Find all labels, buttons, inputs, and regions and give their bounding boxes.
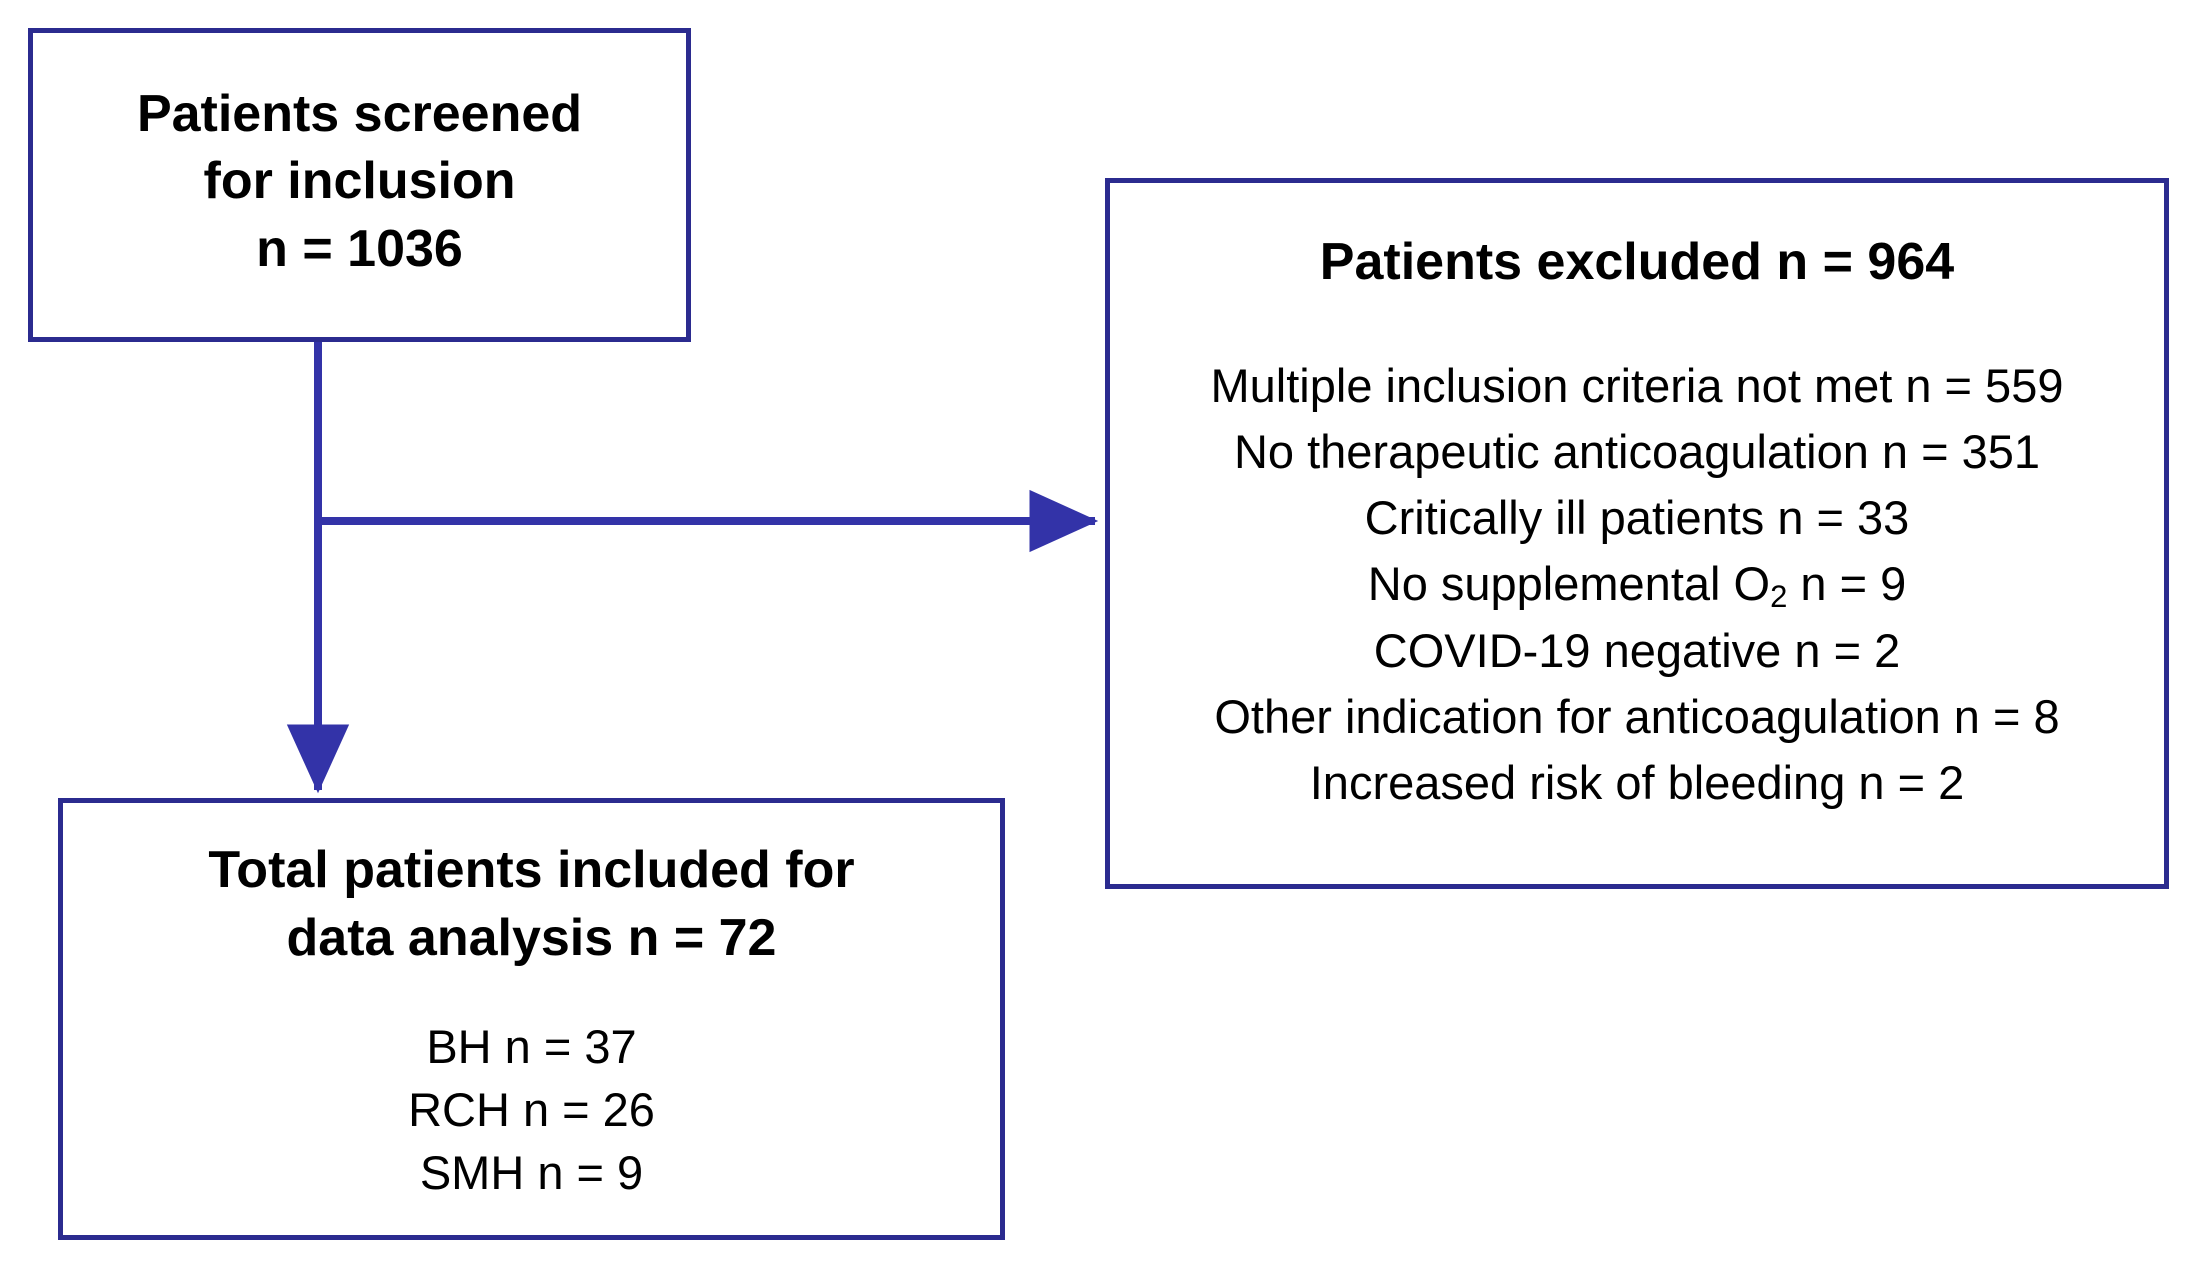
included-headline-line-2: data analysis n = 72 xyxy=(286,908,777,967)
screened-line-3: n = 1036 xyxy=(256,219,463,278)
exclusion-reason: Other indication for anticoagulation n =… xyxy=(1214,689,2060,743)
box-patients-included: Total patients included for data analysi… xyxy=(58,798,1005,1240)
box-patients-excluded: Patients excluded n = 964 Multiple inclu… xyxy=(1105,178,2169,889)
exclusion-reason-list: Multiple inclusion criteria not met n = … xyxy=(1110,353,2164,815)
exclusion-reason: Multiple inclusion criteria not met n = … xyxy=(1210,359,2064,413)
site-breakdown-list: BH n = 37 RCH n = 26 SMH n = 9 xyxy=(63,1016,1000,1205)
included-headline-line-1: Total patients included for xyxy=(208,841,855,899)
exclusion-reason-supplemental-oxygen: No supplemental O2 n = 9 xyxy=(1368,551,1906,618)
screened-line-2: for inclusion xyxy=(203,152,516,211)
reason-text-pre: No supplemental O xyxy=(1367,556,1771,610)
screened-line-1: Patients screened xyxy=(136,84,583,143)
exclusion-reason: COVID-19 negative n = 2 xyxy=(1373,624,1901,678)
exclusion-reason: Increased risk of bleeding n = 2 xyxy=(1309,755,1965,809)
site-row: SMH n = 9 xyxy=(419,1146,644,1200)
reason-text-post: n = 9 xyxy=(1787,556,1907,610)
exclusion-reason: Critically ill patients n = 33 xyxy=(1364,490,1910,544)
site-row: RCH n = 26 xyxy=(408,1083,655,1137)
site-row: BH n = 37 xyxy=(426,1020,637,1074)
exclusion-reason: No therapeutic anticoagulation n = 351 xyxy=(1233,425,2041,479)
subscript-two: 2 xyxy=(1770,578,1788,614)
box-patients-screened: Patients screened for inclusion n = 1036 xyxy=(28,28,691,342)
excluded-title: Patients excluded n = 964 xyxy=(1319,233,1955,291)
